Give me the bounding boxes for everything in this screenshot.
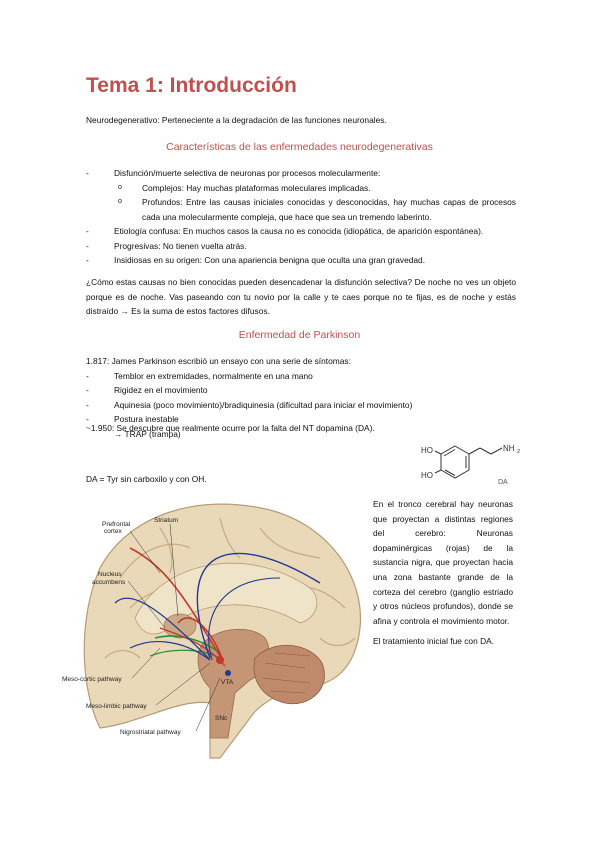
dopamine-discovery: ~1.950: Se descubre que realmente ocurre… xyxy=(86,423,375,433)
section-heading-parkinson: Enfermedad de Parkinson xyxy=(238,329,361,341)
label-striatum: Striatum xyxy=(154,517,178,524)
list-subitem: Complejos: Hay muchas plataformas molecu… xyxy=(86,181,516,196)
parkinson-lead: 1.817: James Parkinson escribió un ensay… xyxy=(86,356,351,366)
ho-label-top: HO xyxy=(421,446,433,455)
label-mesolimbic: Meso-limbic pathway xyxy=(86,703,147,710)
list-item: Postura inestable xyxy=(86,412,516,427)
brainstem-explanation: En el tronco cerebral hay neuronas que p… xyxy=(373,497,513,649)
trap-note: → TRAP (trampa) xyxy=(114,428,181,439)
label-nucleus: Nucleus xyxy=(98,571,122,578)
dopamine-structure: HO HO NH 2 DA xyxy=(421,444,520,486)
label-nigrostriatal: Nigrostriatal pathway xyxy=(120,729,181,736)
intro-definition: Neurodegenerativo: Perteneciente a la de… xyxy=(86,115,387,125)
list-item: Temblor en extremidades, normalmente en … xyxy=(86,369,516,384)
label-accumbens: accumbens xyxy=(92,579,126,586)
causes-paragraph: ¿Cómo estas causas no bien conocidas pue… xyxy=(86,277,516,316)
list-item: Aquinesia (poco movimiento)/bradiquinesi… xyxy=(86,398,516,413)
parkinson-symptoms: 1.817: James Parkinson escribió un ensay… xyxy=(86,354,516,441)
list-subitem: Profundos: Entre las causas iniciales co… xyxy=(86,195,516,224)
page-title: Tema 1: Introducción xyxy=(86,74,297,97)
list-item: Disfunción/muerte selectiva de neuronas … xyxy=(86,166,516,181)
list-item: Rigidez en el movimiento xyxy=(86,383,516,398)
list-item: Progresivas: No tienen vuelta atrás. xyxy=(86,239,516,254)
amine-label: NH xyxy=(503,444,515,453)
molecule-caption: DA xyxy=(498,479,508,486)
label-prefrontal: Prefrontal xyxy=(102,521,131,528)
ho-label-bottom: HO xyxy=(421,471,433,480)
brainstem-paragraph: En el tronco cerebral hay neuronas que p… xyxy=(373,499,513,626)
brain-pathways-illustration: Prefrontal cortex Striatum Nucleus accum… xyxy=(62,503,362,759)
label-snc: SNc xyxy=(215,715,228,722)
section-heading-characteristics: Características de las enfermedades neur… xyxy=(166,141,433,153)
dopamine-definition: DA = Tyr sin carboxilo y con OH. xyxy=(86,474,207,484)
label-mesocortic: Meso-cortic pathway xyxy=(62,676,122,683)
list-item: Insidiosas en su origen: Con una aparien… xyxy=(86,253,516,268)
label-cortex: cortex xyxy=(104,528,122,535)
list-item: Etiología confusa: En muchos casos la ca… xyxy=(86,224,516,239)
treatment-note: El tratamiento inicial fue con DA. xyxy=(373,636,495,647)
characteristics-list: Disfunción/muerte selectiva de neuronas … xyxy=(86,166,516,268)
label-vta: VTA xyxy=(221,679,234,686)
amine-subscript: 2 xyxy=(517,449,520,455)
